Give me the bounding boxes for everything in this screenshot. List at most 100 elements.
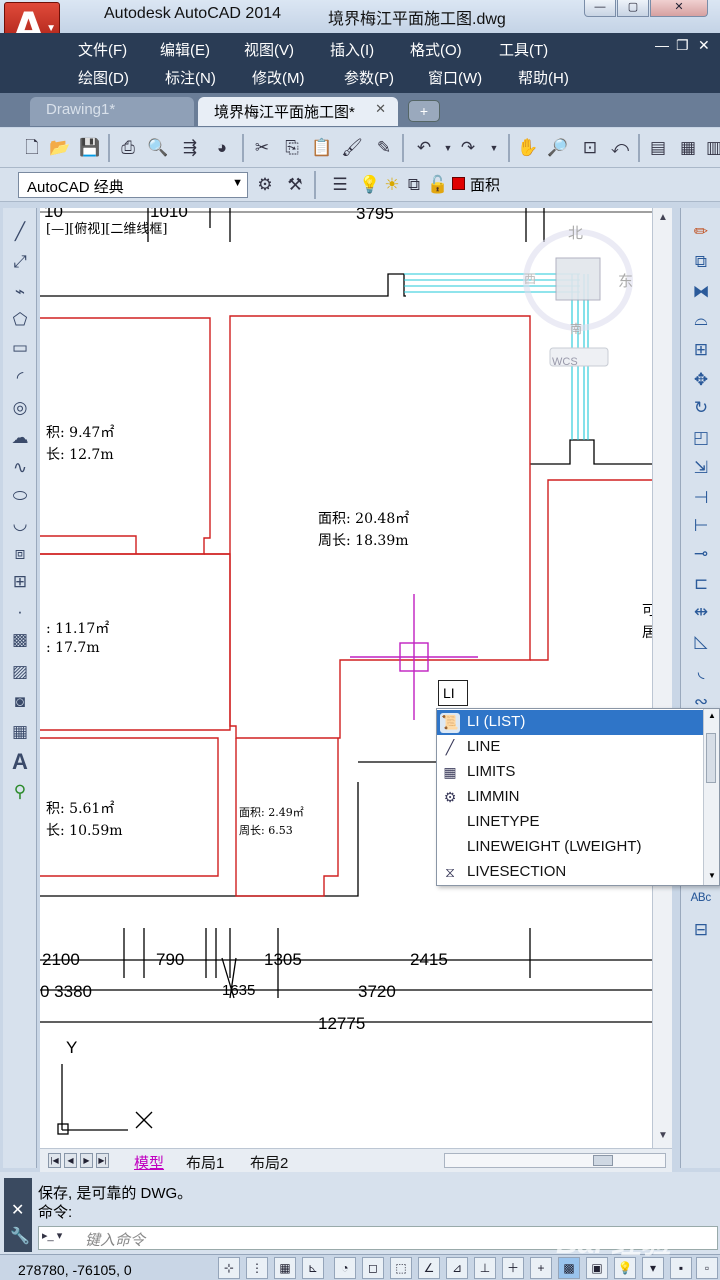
vertical-scrollbar[interactable]: ▲ ▼ (652, 208, 672, 1148)
minimize-button[interactable]: — (584, 0, 616, 17)
infer-constraints-icon[interactable]: ⊹ (218, 1257, 240, 1279)
polar-tracking-icon[interactable]: ◔ (334, 1257, 356, 1279)
tab-drawing1[interactable]: Drawing1* (30, 97, 194, 126)
print-preview-icon[interactable]: 🔍 (147, 138, 169, 157)
close-window-button[interactable]: ✕ (650, 0, 708, 17)
horizontal-scroll-thumb[interactable] (593, 1155, 613, 1166)
scroll-down-icon[interactable]: ▼ (708, 871, 716, 880)
arc-icon[interactable]: ◜ (16, 368, 24, 387)
compass-north[interactable]: 北 (568, 224, 584, 242)
workspace-dropdown[interactable]: AutoCAD 经典 ▼ (18, 172, 248, 198)
cursor-coordinates[interactable]: 278780, -76105, 0 (18, 1262, 132, 1278)
doc-minimize-icon[interactable]: — (655, 37, 669, 53)
offset-icon[interactable]: ⌓ (694, 310, 708, 329)
object-snap-icon[interactable]: ◻ (362, 1257, 384, 1279)
array-icon[interactable]: ⊞ (693, 340, 709, 359)
layer-viewport-icon[interactable]: ⧉ (407, 175, 421, 194)
gradient-icon[interactable]: ▨ (11, 662, 29, 681)
last-tab-icon[interactable]: ▶| (96, 1153, 109, 1168)
current-layer-name[interactable]: 面积 (470, 177, 501, 194)
menu-format[interactable]: 格式(O) (410, 42, 462, 59)
paste-icon[interactable]: 📋 (311, 138, 333, 157)
tool-palettes-icon[interactable]: ▥ (705, 138, 720, 157)
blend-curves-icon[interactable]: ∾ (693, 692, 709, 711)
make-block-icon[interactable]: ⊞ (12, 572, 28, 591)
tab-model[interactable]: 模型 (134, 1155, 165, 1172)
first-tab-icon[interactable]: |◀ (48, 1153, 61, 1168)
compass-south[interactable]: 南 (570, 322, 583, 336)
stretch-icon[interactable]: ⇲ (693, 458, 709, 477)
ac-item-line[interactable]: ╱LINE (437, 735, 705, 760)
move-icon[interactable]: ✥ (693, 370, 709, 389)
cut-icon[interactable]: ✂ (254, 138, 270, 157)
ac-item-list[interactable]: 📜LI (LIST) (437, 710, 705, 735)
menu-help[interactable]: 帮助(H) (518, 70, 569, 87)
command-prompt-icon[interactable]: ▸_ ▾ (42, 1230, 63, 1242)
hatch-icon[interactable]: ▩ (11, 630, 29, 649)
doc-close-icon[interactable]: ✕ (698, 37, 710, 53)
menu-insert[interactable]: 插入(I) (330, 42, 375, 59)
extend-icon[interactable]: ⊢ (693, 516, 709, 535)
copy-icon[interactable]: ⎘ (285, 138, 299, 157)
layer-freeze-sun-icon[interactable]: ☀ (384, 175, 400, 194)
doc-restore-icon[interactable]: ❐ (676, 37, 689, 53)
new-tab-button[interactable]: + (408, 100, 440, 122)
isolate-objects-icon[interactable]: 💡 (614, 1257, 636, 1279)
compass-west[interactable]: 西 (524, 272, 537, 286)
publish-icon[interactable]: ⇶ (182, 138, 198, 157)
prev-tab-icon[interactable]: ◀ (64, 1153, 77, 1168)
break-icon[interactable]: ⊏ (693, 574, 709, 593)
open-file-icon[interactable]: 📂 (49, 138, 71, 157)
maximize-button[interactable]: ▢ (617, 0, 649, 17)
autocomplete-scroll-thumb[interactable] (706, 733, 716, 783)
revision-cloud-icon[interactable]: ☁ (11, 428, 29, 447)
polygon-icon[interactable]: ⬠ (12, 310, 28, 329)
save-icon[interactable]: 💾 (79, 138, 101, 157)
polyline-icon[interactable]: ⌁ (14, 282, 26, 301)
dynamic-input-box[interactable]: LI (438, 680, 468, 706)
menu-view[interactable]: 视图(V) (244, 42, 294, 59)
trim-icon[interactable]: ⊣ (693, 488, 709, 507)
viewport-label[interactable]: [—][俯视][二维线框] (46, 222, 168, 237)
layer-manager-icon[interactable]: ☰ (332, 175, 348, 194)
ellipse-icon[interactable]: ⬭ (12, 486, 28, 505)
snap-mode-icon[interactable]: ⋮ (246, 1257, 268, 1279)
status-menu-icon[interactable]: ▾ (642, 1257, 664, 1279)
menu-edit[interactable]: 编辑(E) (160, 42, 210, 59)
insert-block-icon[interactable]: ⧈ (14, 544, 26, 563)
line-icon[interactable]: ╱ (14, 222, 26, 241)
next-tab-icon[interactable]: ▶ (80, 1153, 93, 1168)
block-editor-icon[interactable]: ✎ (376, 138, 392, 157)
drawing-canvas[interactable]: [—][俯视][二维线框] 北 东 南 西 WCS 积: 9.47㎡ 长: 12… (40, 208, 652, 1148)
autocomplete-scrollbar[interactable]: ▲ ▼ (703, 709, 719, 885)
ac-item-limits[interactable]: ▦LIMITS (437, 760, 705, 785)
layer-on-bulb-icon[interactable]: 💡 (359, 175, 381, 194)
chamfer-icon[interactable]: ◺ (694, 632, 708, 651)
pan-icon[interactable]: ✋ (517, 138, 539, 157)
workspace-settings-icon[interactable]: ⚙ (257, 175, 273, 194)
erase-icon[interactable]: ✏ (693, 222, 709, 241)
tab-current-drawing[interactable]: 境界梅江平面施工图* ✕ (198, 97, 398, 126)
ac-item-linetype[interactable]: LINETYPE (467, 813, 540, 830)
circle-icon[interactable]: ◎ (12, 398, 28, 417)
clean-screen-icon[interactable]: ▪ (670, 1257, 692, 1279)
tab-layout1[interactable]: 布局1 (186, 1155, 225, 1172)
construction-line-icon[interactable]: ⤢ (13, 252, 27, 271)
match-properties-icon[interactable]: 🖌 (341, 138, 363, 157)
fillet-icon[interactable]: ◟ (697, 662, 705, 681)
menu-tools[interactable]: 工具(T) (499, 42, 549, 59)
horizontal-scrollbar[interactable] (444, 1153, 666, 1168)
zoom-window-icon[interactable]: ⊡ (582, 138, 598, 157)
scroll-up-icon[interactable]: ▲ (658, 212, 668, 223)
print-icon[interactable]: ⎙ (121, 138, 135, 157)
transparency-icon[interactable]: + (530, 1257, 552, 1279)
table-icon[interactable]: ▦ (11, 722, 29, 741)
new-file-icon[interactable]: 🗋 (25, 138, 39, 157)
copy-object-icon[interactable]: ⧉ (694, 252, 708, 271)
scale-icon[interactable]: ◰ (692, 428, 710, 447)
menu-modify[interactable]: 修改(M) (252, 70, 305, 87)
wrench-icon[interactable]: 🔧 (10, 1228, 30, 1245)
selection-cycling-icon[interactable]: ▣ (586, 1257, 608, 1279)
scroll-up-icon[interactable]: ▲ (708, 711, 716, 720)
multiline-text-icon[interactable]: A (12, 749, 28, 774)
